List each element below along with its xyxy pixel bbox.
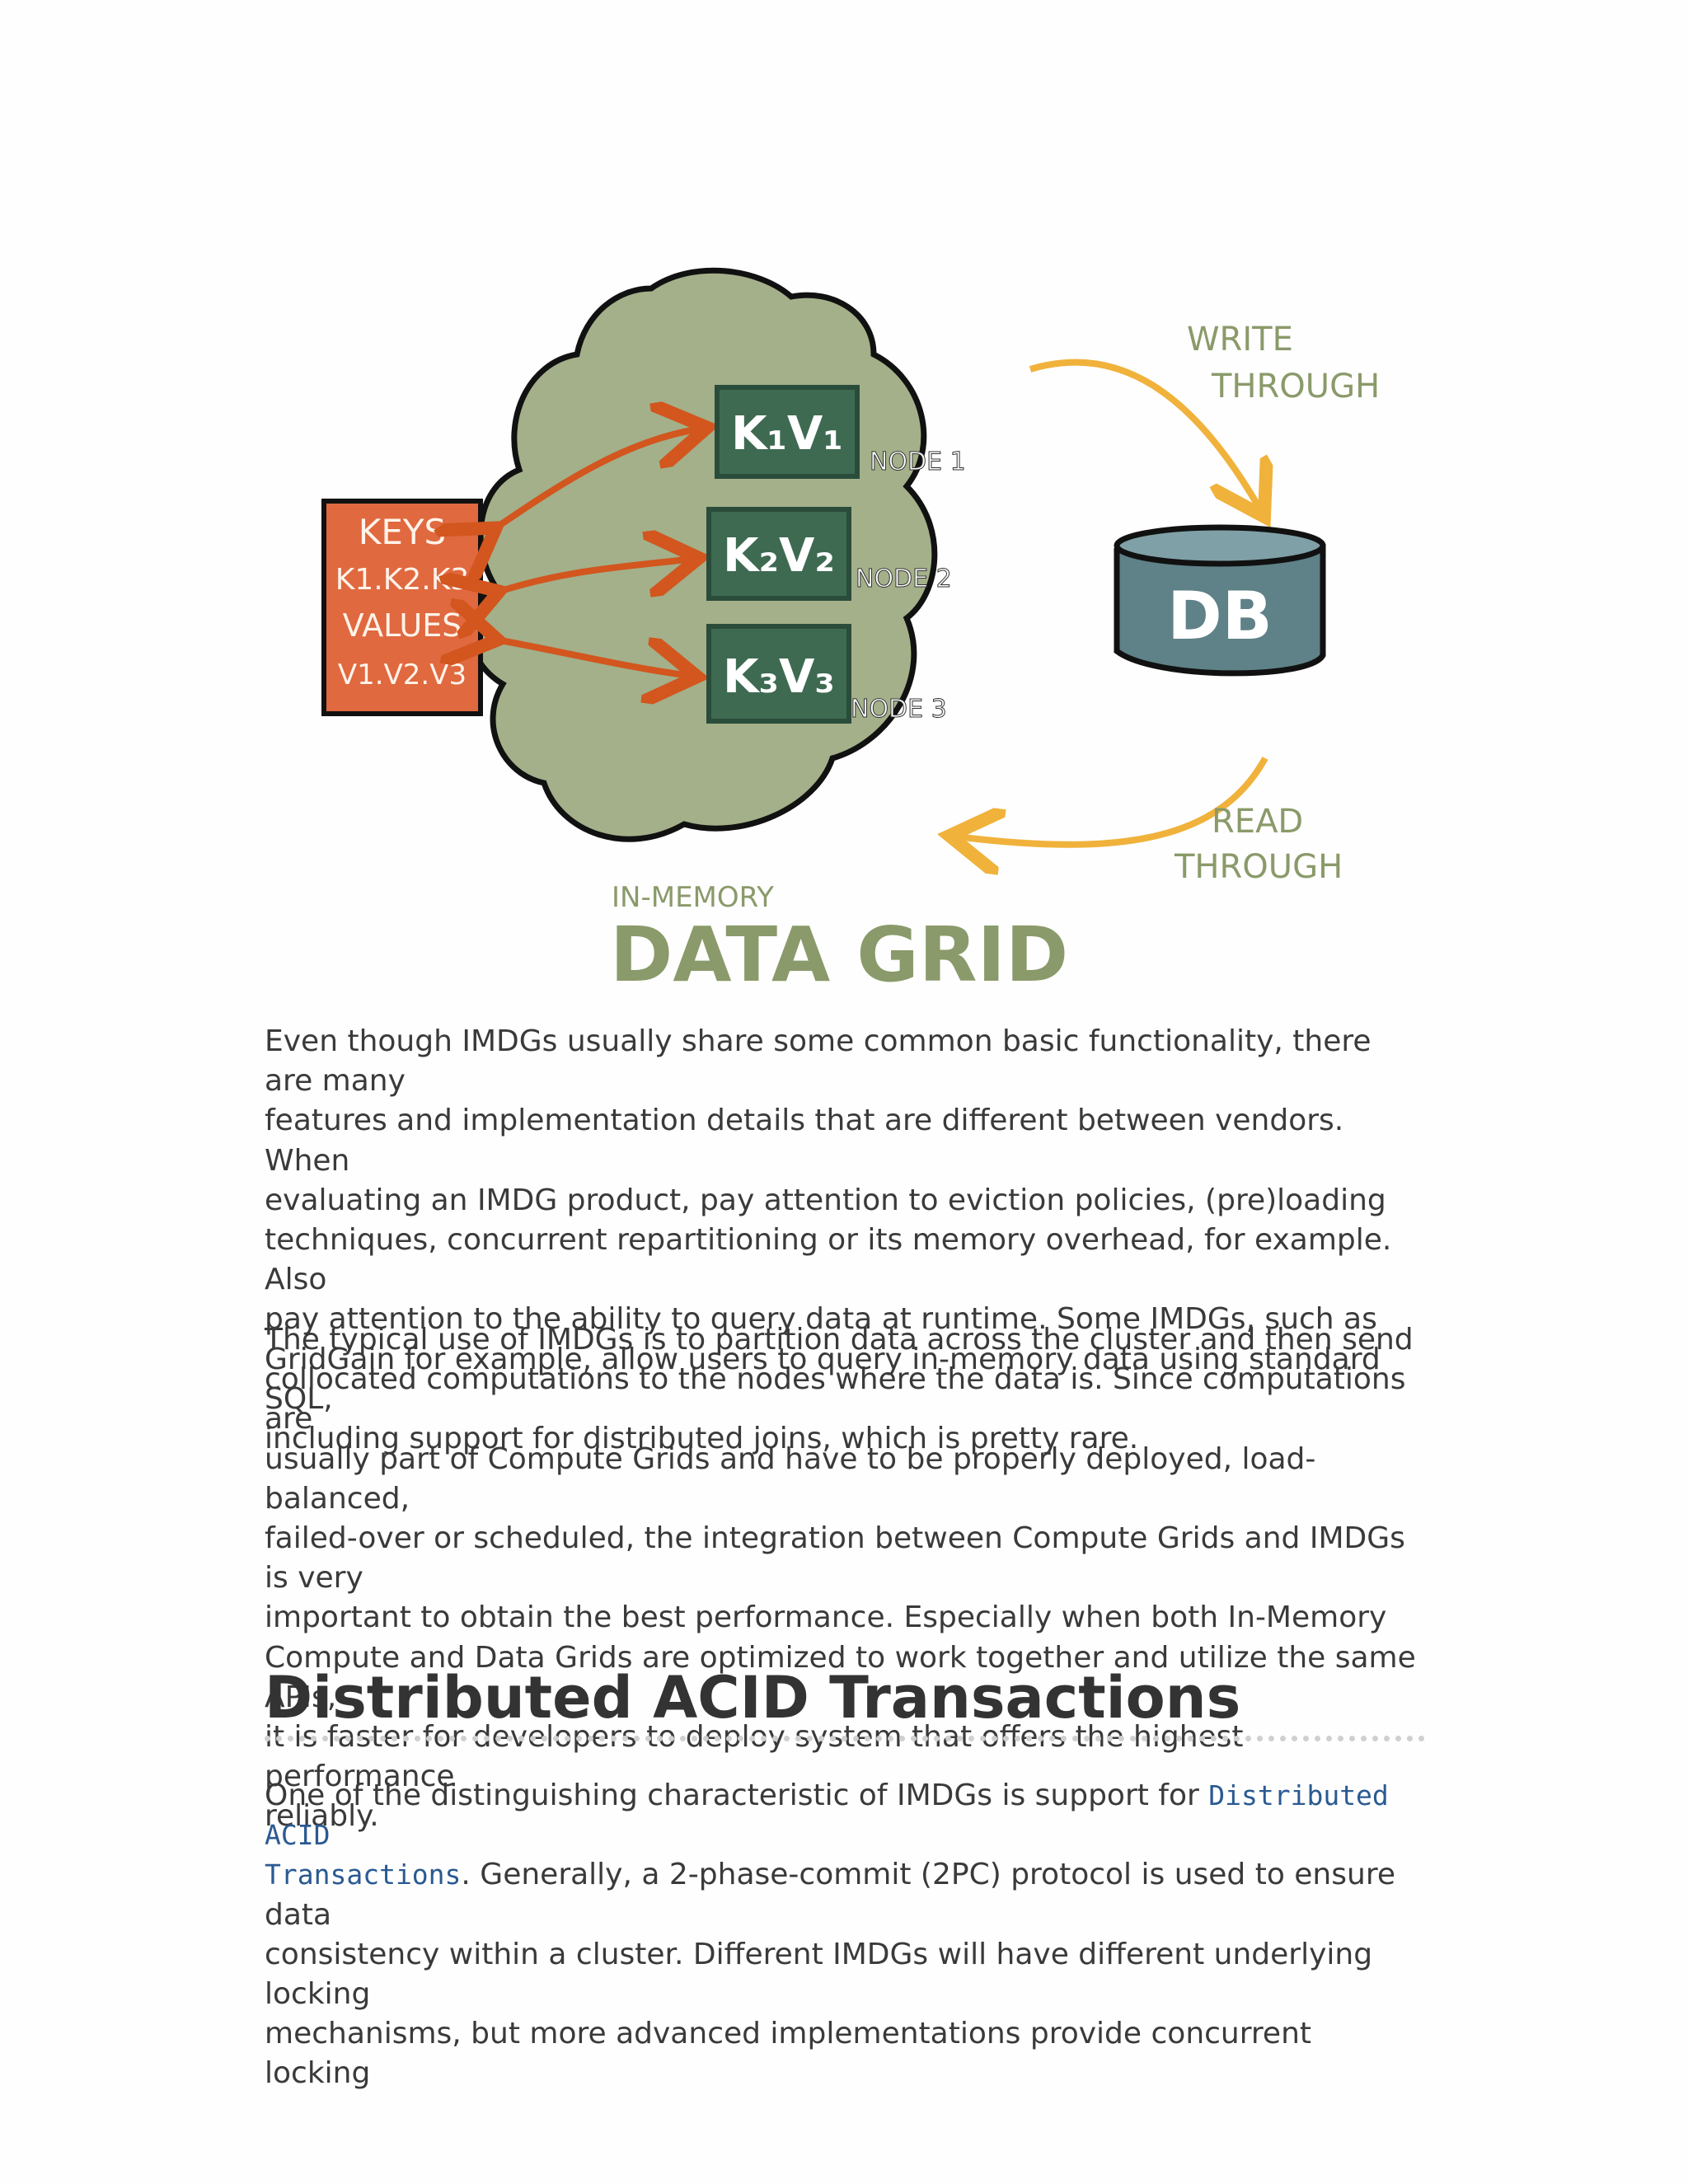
keys-box-line: K1.K2.K3 <box>335 563 469 597</box>
node-kv-label: K₁V₁ <box>731 407 843 461</box>
paragraph-imdg-features: Even though IMDGs usually share some com… <box>265 1024 1392 1456</box>
keys-box-line: VALUES <box>343 607 462 644</box>
paragraph-text: One of the distinguishing characteristic… <box>265 1779 1209 1812</box>
heading-divider <box>265 1736 1425 1741</box>
write-through-label: THROUGH <box>1211 368 1380 405</box>
node-kv-label: K₂V₂ <box>723 529 835 583</box>
node-label: NODE 2 <box>856 565 952 593</box>
arrow-keys-node3 <box>491 639 691 676</box>
read-through-arrow <box>956 757 1268 845</box>
node-3: K₃V₃ NODE 3 <box>706 624 947 724</box>
caption-in-memory: IN-MEMORY <box>612 881 774 914</box>
caption-data-grid: DATA GRID <box>610 911 1068 999</box>
write-through-arrow <box>1029 359 1261 511</box>
link-text-line1[interactable]: Distributed ACID <box>265 1779 1389 1852</box>
keys-values-box: KEYS K1.K2.K3 VALUES V1.V2.V3 <box>321 499 483 716</box>
link-text-line2[interactable]: Transactions <box>265 1858 462 1891</box>
node-kv-label: K₃V₃ <box>723 650 835 704</box>
node-2: K₂V₂ NODE 2 <box>706 507 952 601</box>
node-label: NODE 3 <box>851 695 947 724</box>
keys-box-line: KEYS <box>359 512 446 552</box>
paragraph-acid-transactions: One of the distinguishing characteristic… <box>265 1776 1425 2094</box>
arrow-keys-node2 <box>493 559 692 593</box>
arrow-keys-node1 <box>490 429 701 532</box>
data-grid-cloud <box>467 267 938 842</box>
read-through-label: READ <box>1212 803 1303 841</box>
write-through-label: WRITE <box>1187 321 1293 359</box>
section-heading: Distributed ACID Transactions <box>265 1664 1241 1732</box>
db-label: DB <box>1167 578 1272 654</box>
node-1: K₁V₁ NODE 1 <box>715 385 966 479</box>
keys-box-line: V1.V2.V3 <box>338 658 467 691</box>
read-through-label: THROUGH <box>1174 848 1343 886</box>
database: DB <box>1114 524 1326 677</box>
paragraph-typical-use: The typical use of IMDGs is to partition… <box>265 1323 1416 1834</box>
node-label: NODE 1 <box>870 448 966 476</box>
distributed-acid-transactions-link[interactable]: Distributed ACID Transactions <box>265 1779 1389 1891</box>
in-memory-data-grid-figure: KEYS K1.K2.K3 VALUES V1.V2.V3 K₁V₁ NODE … <box>321 267 1380 999</box>
paragraph-text: . Generally, a 2-phase-commit (2PC) prot… <box>265 1858 1395 2091</box>
